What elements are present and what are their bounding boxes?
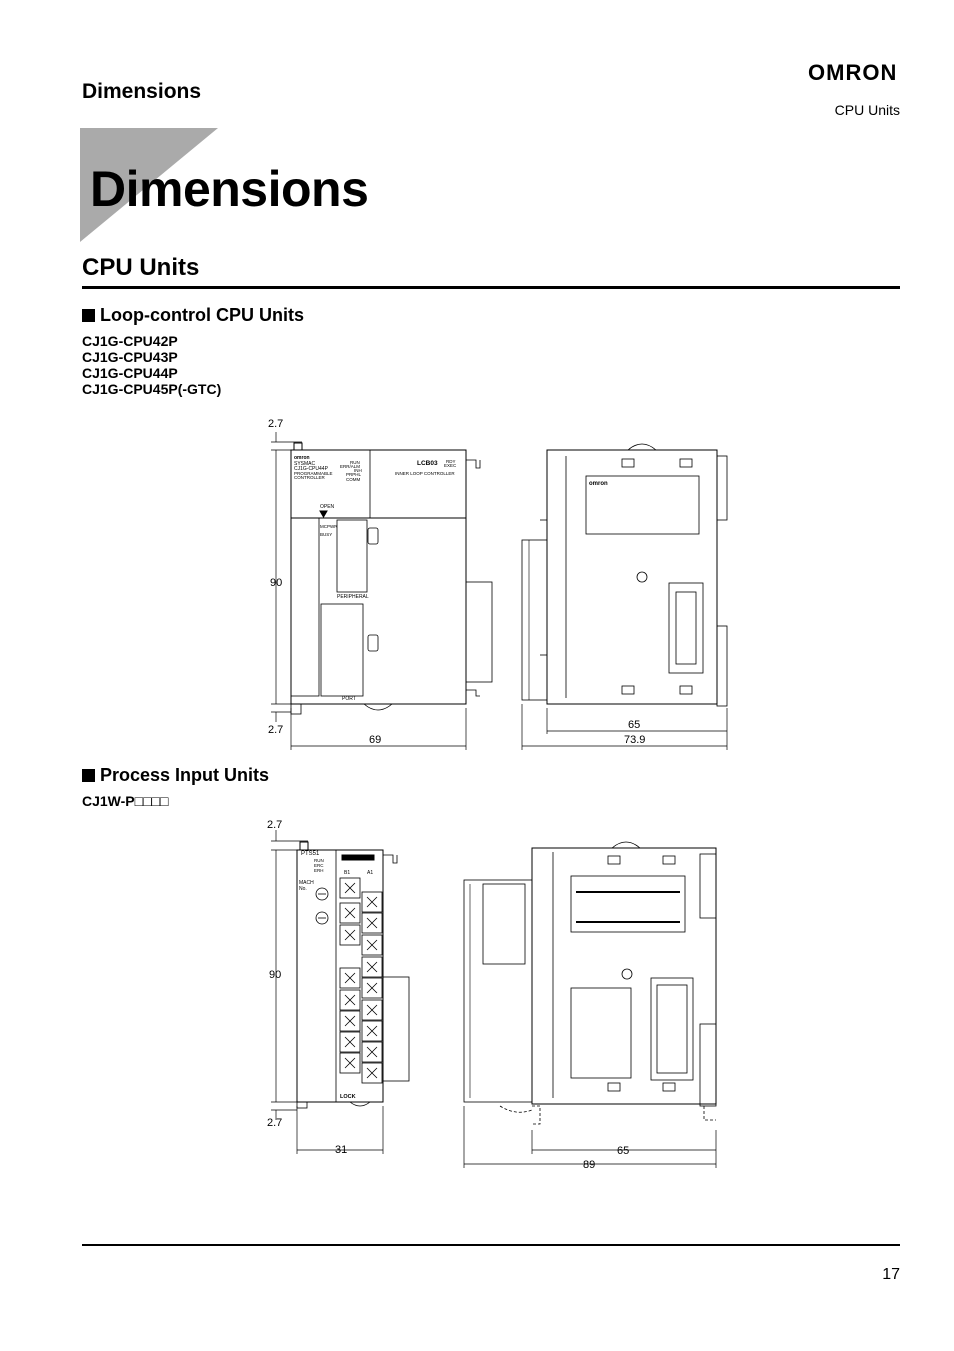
process-input-heading: Process Input Units [82, 765, 269, 786]
dim-depth-outer-label: 89 [583, 1159, 595, 1171]
terminal-block [339, 877, 383, 1084]
panel-led: INH [354, 468, 362, 473]
page-number: 17 [882, 1266, 900, 1283]
front-view [296, 841, 410, 1109]
model-name: CJ1G-CPU43P [82, 349, 178, 365]
panel-inner: INNER LOOP CONTROLLER [395, 471, 455, 476]
panel-led: RUN [314, 858, 324, 863]
side-dimension-lines [521, 704, 728, 750]
panel-a1: A1 [367, 870, 373, 876]
front-view [290, 442, 493, 715]
dim-width-label: 31 [335, 1144, 347, 1156]
panel-led: COMM [346, 477, 360, 482]
panel-mcpwr: MCPWR [320, 524, 338, 529]
panel-led: ERR/ALM [340, 464, 360, 469]
panel-line2: CJ1G-CPU44P [294, 466, 329, 472]
section-title: CPU Units [82, 254, 200, 281]
panel-lcb: LCB03 [417, 460, 438, 467]
panel-brand: omron [294, 455, 310, 461]
panel-lock: LOCK [340, 1094, 356, 1100]
panel-model: PTS51 [301, 851, 320, 857]
process-input-model: CJ1W-P□□□□ [82, 793, 169, 809]
front-dimension-lines [271, 432, 467, 750]
banner-triangle [80, 128, 218, 242]
dim-height-label: 90 [269, 969, 281, 981]
dim-width-label: 69 [369, 734, 381, 746]
dim-bottom-label: 2.7 [267, 1117, 282, 1129]
side-view [463, 841, 717, 1125]
panel-line3: PROGRAMMABLE [294, 471, 333, 476]
side-view [521, 443, 728, 707]
dim-top-label: 2.7 [268, 418, 283, 430]
footer-rule [82, 1244, 900, 1246]
panel-lcb-led: RDY [446, 459, 456, 464]
panel-led: ERC [314, 863, 324, 868]
header-subtitle: CPU Units [834, 102, 900, 118]
panel-open: OPEN [320, 504, 335, 510]
front-dimension-lines [271, 830, 384, 1154]
panel-port: PORT [342, 696, 356, 702]
panel-peripheral: PERIPHERAL [337, 594, 369, 600]
dim-depth-inner-label: 65 [617, 1145, 629, 1157]
dim-height-label: 90 [270, 577, 282, 589]
panel-no: No. [299, 886, 307, 892]
panel-led: RUN [350, 460, 360, 465]
header-section-title: Dimensions [82, 80, 202, 103]
dim-top-label: 2.7 [267, 819, 282, 831]
side-brand: omron [589, 481, 608, 487]
model-name: CJ1G-CPU45P(-GTC) [82, 381, 222, 397]
process-input-heading-text: Process Input Units [100, 765, 270, 785]
banner-title: Dimensions [90, 161, 369, 217]
panel-lcb-led: EXEC [444, 463, 457, 468]
loop-control-model-list: CJ1G-CPU42P CJ1G-CPU43P CJ1G-CPU44P CJ1G… [82, 333, 221, 397]
panel-busy: BUSY [320, 532, 332, 537]
model-name: CJ1G-CPU42P [82, 333, 178, 349]
loop-control-heading-text: Loop-control CPU Units [100, 305, 304, 325]
brand-logo: OMRON [808, 60, 898, 85]
panel-mach: MACH [299, 880, 314, 886]
loop-control-heading: Loop-control CPU Units [82, 305, 304, 326]
section-rule [82, 286, 900, 289]
panel-line1: SYSMAC [294, 461, 316, 467]
bullet-square-icon [82, 309, 95, 322]
dim-depth-outer-label: 73.9 [624, 734, 645, 746]
panel-led: ERH [314, 868, 324, 873]
panel-b1: B1 [344, 870, 350, 876]
bullet-square-icon [82, 769, 95, 782]
model-name: CJ1G-CPU44P [82, 365, 178, 381]
panel-led: PRPHL [346, 472, 362, 477]
side-dimension-lines [463, 1106, 717, 1168]
dim-bottom-label: 2.7 [268, 724, 283, 736]
dim-depth-inner-label: 65 [628, 719, 640, 731]
panel-line4: CONTROLLER [294, 475, 326, 480]
